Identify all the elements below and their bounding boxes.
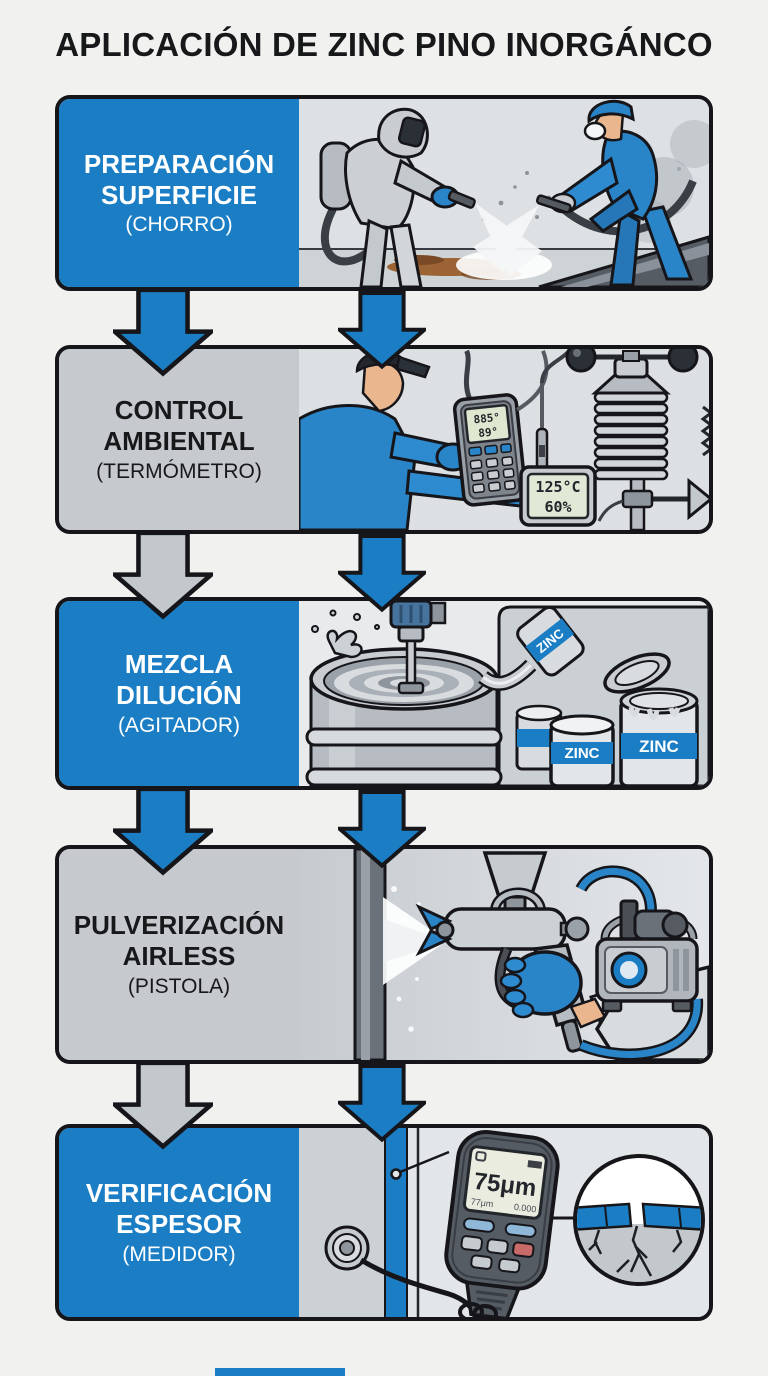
illustration-thickness-check: 75μm 77μm 0.000 [299, 1128, 709, 1317]
step-subtitle: (AGITADOR) [117, 713, 241, 737]
step-panel-mezcla: MEZCLA DILUCIÓN (AGITADOR) [55, 597, 713, 790]
page-title: APLICACIÓN DE ZINC PINO INORGÁNCO [55, 26, 713, 63]
anemometer-icon [565, 349, 699, 373]
flow-arrow-down [113, 1060, 213, 1150]
dust-mask-icon [583, 121, 607, 141]
spray-jet [473, 205, 539, 273]
step-title-line: DILUCIÓN [116, 680, 242, 710]
step-label-block: VERIFICACIÓN ESPESOR (MEDIDOR) [59, 1128, 299, 1317]
gauge-secondary-right: 0.000 [513, 1202, 537, 1215]
hygrometer-display-icon: 125°C 60% [519, 465, 597, 527]
step-label-block: CONTROL AMBIENTAL (TERMÓMETRO) [59, 349, 299, 530]
step-subtitle: (CHORRO) [125, 213, 233, 237]
coating-layer [577, 1202, 633, 1232]
weather-station-icon [565, 349, 709, 530]
hard-hat-icon [587, 99, 635, 124]
temperature-readout: 125°C [535, 478, 580, 496]
coating-magnifier-icon [573, 1154, 705, 1286]
cracks [588, 1225, 683, 1277]
step-panel-pulverizacion: PULVERIZACIÓN AIRLESS (PISTOLA) [55, 845, 713, 1064]
spray-fan-core [383, 919, 447, 963]
step-title-line: VERIFICACIÓN [85, 1178, 273, 1209]
step-panel-verificacion: VERIFICACIÓN ESPESOR (MEDIDOR) [55, 1124, 713, 1321]
pouring-can-icon: ZINC [478, 605, 585, 691]
flow-arrow-down [338, 534, 426, 613]
step-subtitle: (TERMÓMETRO) [96, 459, 262, 483]
step-title-line: MEZCLA [124, 649, 234, 680]
step-label-block: PULVERIZACIÓN AIRLESS (PISTOLA) [59, 849, 299, 1060]
flow-arrow-down [338, 790, 426, 869]
zinc-cans-icon: ZINC ZINC [515, 652, 699, 786]
handheld-meter-icon: 885° 89° [452, 349, 549, 507]
painted-stripe [385, 1128, 407, 1317]
step-title-line: AIRLESS [122, 941, 236, 971]
cropped-bottom-decoration [215, 1368, 345, 1376]
splash [326, 629, 363, 659]
paint-hose [579, 998, 701, 1058]
airless-pump-icon [575, 865, 704, 1060]
step-panel-control-ambiental: CONTROL AMBIENTAL (TERMÓMETRO) [55, 345, 713, 534]
cable-coil [458, 1302, 498, 1317]
gauge-secondary-left: 77μm [470, 1196, 494, 1209]
radiation-shield-icon [593, 391, 669, 481]
step-panel-preparacion: PREPARACIÓN SUPERFICIE (CHORRO) [55, 95, 713, 291]
illustration-sandblasting [299, 99, 709, 287]
step-label-block: PREPARACIÓN SUPERFICIE (CHORRO) [59, 99, 299, 287]
step-title-line: PULVERIZACIÓN [73, 910, 285, 941]
flow-arrow-down [338, 291, 426, 370]
illustration-environment-check: 885° 89° [299, 349, 709, 530]
step-title-line: ESPESOR [116, 1209, 242, 1239]
step-subtitle: (MEDIDOR) [122, 1242, 236, 1266]
step-title-line: CONTROL [114, 395, 244, 426]
flow-arrow-down [113, 530, 213, 620]
step-title-line: SUPERFICIE [100, 179, 258, 210]
flow-arrow-down [113, 287, 213, 377]
zinc-can-label: ZINC [639, 737, 679, 756]
flow-arrow-down [338, 1064, 426, 1143]
agitator-icon [389, 601, 447, 695]
battery-icon [527, 1160, 543, 1169]
coating-layer [641, 1202, 701, 1232]
step-title-line: PREPARACIÓN [83, 148, 275, 179]
step-label-block: MEZCLA DILUCIÓN (AGITADOR) [59, 601, 299, 786]
wind-vane-icon [687, 477, 709, 521]
illustration-spraying [299, 849, 709, 1060]
flow-arrow-down [113, 786, 213, 876]
zinc-can-label: ZINC [565, 745, 600, 762]
painter-worker-icon [473, 99, 697, 287]
step-title-line: AMBIENTAL [103, 426, 255, 456]
step-subtitle: (PISTOLA) [127, 974, 231, 998]
paint-hose [577, 867, 655, 912]
meter-reading-bottom: 89° [478, 425, 499, 440]
humidity-readout: 60% [544, 498, 571, 516]
steel-beam-icon [353, 849, 387, 1060]
meter-reading-top: 885° [473, 411, 501, 427]
callout-dot [390, 1168, 402, 1180]
power-button [512, 1241, 535, 1258]
illustration-mixing: ZINC ZINC [299, 601, 709, 786]
